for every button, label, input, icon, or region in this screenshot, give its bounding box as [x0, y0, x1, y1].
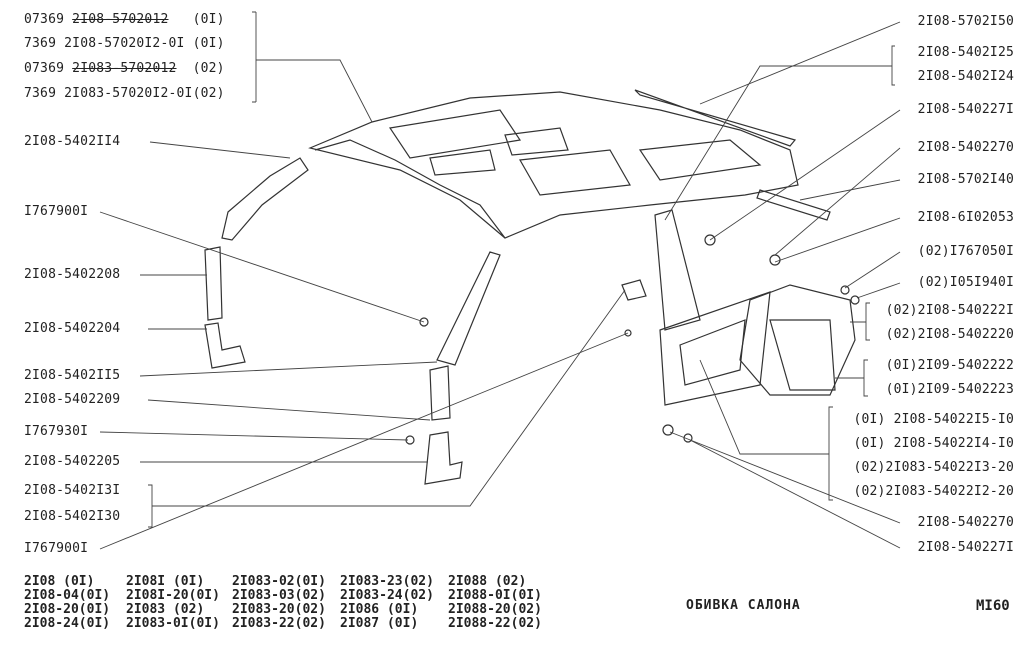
label-part-group1-line1: 07369 2I08-5702012 (0I)	[24, 12, 225, 27]
model-cell: 2I083-20(02)	[232, 602, 326, 617]
model-cell: 2I088-20(02)	[448, 602, 542, 617]
label-part-5402271-lower: 2I08-540227I	[917, 540, 1014, 555]
label-part-5402124: 2I08-5402I24	[917, 69, 1014, 84]
strip-5402209	[429, 365, 451, 421]
model-cell: 2I088-22(02)	[448, 616, 542, 631]
roof-headliner	[308, 91, 799, 239]
label-part-5402271-upper: 2I08-540227I	[917, 102, 1014, 117]
rear-side-panel	[659, 291, 771, 406]
label-part-group1-line3: 07369 2I083-5702012 (02)	[24, 61, 225, 76]
label-part-5402131: 2I08-5402I3I	[24, 483, 121, 498]
model-cell: 2I088-0I(0I)	[448, 588, 542, 603]
label-part-5402130: 2I08-5402I30	[24, 509, 121, 524]
strip-5402205	[424, 431, 463, 485]
label-part-5702140: 2I08-5702I40	[917, 172, 1014, 187]
section-title: ОБИВКА САЛОНА	[686, 598, 801, 613]
model-cell: 2I088 (02)	[448, 574, 527, 589]
label-part-5402205: 2I08-5402205	[24, 454, 121, 469]
model-cell: 2I086 (0I)	[340, 602, 419, 617]
model-cell: 2I083-22(02)	[232, 616, 326, 631]
label-part-5402212: (02)2I083-54022I2-20	[853, 484, 1014, 499]
label-part-5702150: 2I08-5702I50	[917, 14, 1014, 29]
label-part-5402270-lower: 2I08-5402270	[917, 515, 1014, 530]
clip-part	[621, 279, 647, 301]
model-cell: 2I083-0I(0I)	[126, 616, 220, 631]
label-part-1767900-upper: I767900I	[24, 204, 89, 219]
label-part-5402223: (0I)2I09-5402223	[885, 382, 1014, 397]
wheel-arch-trim	[739, 284, 856, 396]
label-part-1767930: I767930I	[24, 424, 89, 439]
label-part-5402213: (02)2I083-54022I3-20	[853, 460, 1014, 475]
model-cell: 2I083-02(0I)	[232, 574, 326, 589]
label-part-1051940: (02)I05I940I	[917, 275, 1014, 290]
label-part-6102053: 2I08-6I02053	[917, 210, 1014, 225]
sheet-number: МI60	[976, 598, 1010, 614]
label-part-5402215: (0I) 2I08-54022I5-I0	[853, 412, 1014, 427]
model-cell: 2I08 (0I)	[24, 574, 95, 589]
bracket-5402204	[204, 322, 246, 369]
bracket-5402208	[204, 246, 223, 321]
model-cell: 2I08-20(0I)	[24, 602, 111, 617]
label-part-1767900-lower: I767900I	[24, 541, 89, 556]
label-part-group1-line2: 7369 2I08-57020I2-0I (0I)	[24, 36, 225, 51]
label-part-5402204: 2I08-5402204	[24, 321, 121, 336]
model-cell: 2I08-24(0I)	[24, 616, 111, 631]
label-part-5402114: 2I08-5402II4	[24, 134, 121, 149]
model-cell: 2I083-03(02)	[232, 588, 326, 603]
model-cell: 2I08I-20(0I)	[126, 588, 220, 603]
label-part-5402214: (0I) 2I08-54022I4-I0	[853, 436, 1014, 451]
model-cell: 2I083-23(02)	[340, 574, 434, 589]
model-cell: 2I08-04(0I)	[24, 588, 111, 603]
label-part-5402125: 2I08-5402I25	[917, 45, 1014, 60]
label-part-5402220: (02)2I08-5402220	[885, 327, 1014, 342]
label-part-1767050: (02)I767050I	[917, 244, 1014, 259]
label-part-5402270-upper: 2I08-5402270	[917, 140, 1014, 155]
a-pillar-trim-left	[221, 157, 309, 241]
label-part-5402221: (02)2I08-540222I	[885, 303, 1014, 318]
label-part-5402208: 2I08-5402208	[24, 267, 121, 282]
label-part-group1-line4: 7369 2I083-57020I2-0I(02)	[24, 86, 225, 101]
model-cell: 2I083-24(02)	[340, 588, 434, 603]
roof-rail-strip	[634, 89, 797, 147]
b-pillar-trim	[436, 251, 501, 366]
model-cell: 2I087 (0I)	[340, 616, 419, 631]
label-part-5402115: 2I08-5402II5	[24, 368, 121, 383]
model-cell: 2I083 (02)	[126, 602, 205, 617]
c-pillar-trim	[654, 209, 701, 331]
model-cell: 2I08I (0I)	[126, 574, 205, 589]
label-part-5402222: (0I)2I09-5402222	[885, 358, 1014, 373]
label-part-5402209: 2I08-5402209	[24, 392, 121, 407]
